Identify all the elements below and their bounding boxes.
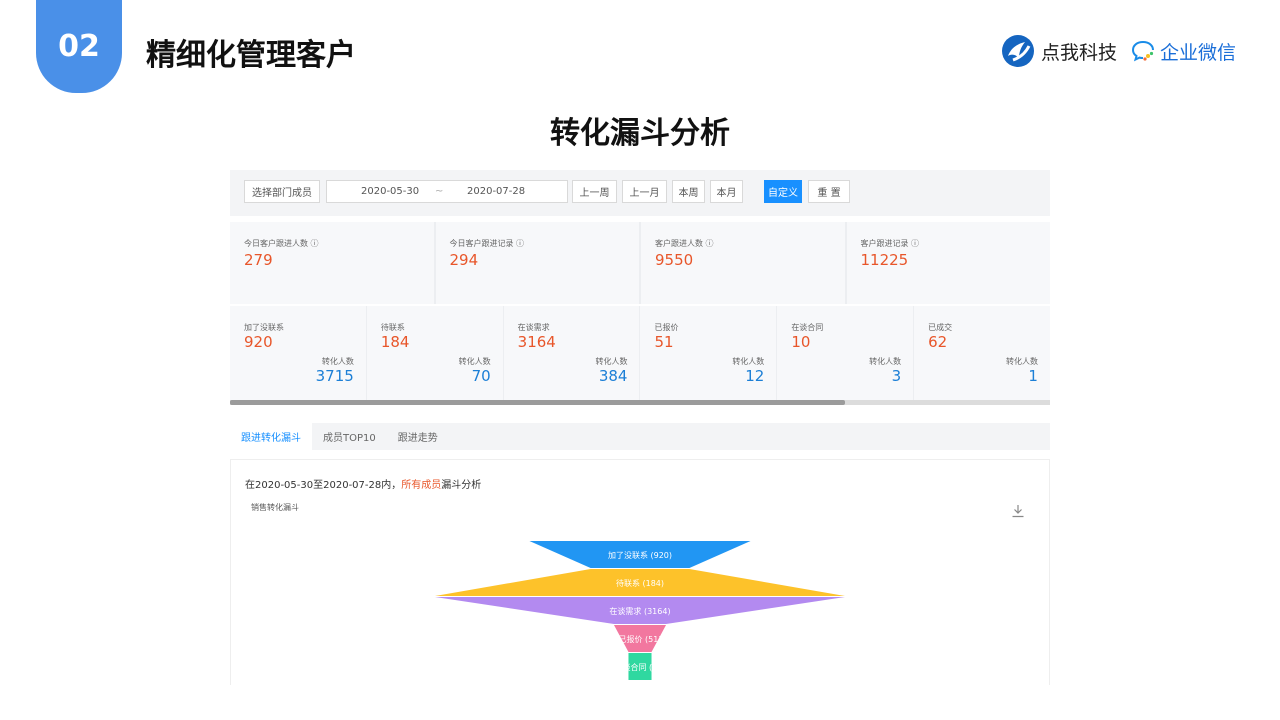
funnel-segment-quoted[interactable]	[613, 625, 667, 652]
stat-label: 今日客户跟进记录 ⓘ	[449, 239, 525, 248]
stat-label: 客户跟进记录 ⓘ	[860, 239, 920, 248]
wecom-logo: 企业微信	[1131, 38, 1236, 65]
funnel-label-to-contact: 待联系 (184)	[616, 578, 664, 588]
stat-value: 279	[244, 251, 273, 269]
company-logo: 点我科技	[1001, 34, 1117, 68]
tab-followup-funnel[interactable]: 跟进转化漏斗	[230, 423, 312, 450]
horizontal-scrollbar[interactable]	[230, 400, 1050, 405]
conversion-label: 转化人数	[595, 357, 628, 366]
scrollbar-thumb[interactable]	[230, 400, 845, 405]
date-range-picker[interactable]: 2020-05-30 ~ 2020-07-28	[326, 180, 568, 203]
chart-title: 销售转化漏斗	[251, 503, 299, 512]
this-week-button[interactable]: 本周	[672, 180, 705, 203]
company-logo-icon	[1001, 35, 1034, 67]
stage-label: 在谈合同	[791, 323, 824, 332]
stat-label: 客户跟进人数 ⓘ	[655, 239, 714, 248]
stage-label: 已报价	[654, 323, 679, 332]
stat-followup-records: 客户跟进记录 ⓘ 11225	[846, 222, 1050, 304]
range-members-link[interactable]: 所有成员	[401, 480, 442, 491]
section-number: 02	[58, 29, 100, 64]
section-number-badge: 02	[36, 0, 122, 93]
this-month-button[interactable]: 本月	[710, 180, 743, 203]
funnel-label-quoted: 已报价 (51)	[619, 634, 662, 644]
range-suffix: 漏斗分析	[441, 480, 482, 491]
stage-cards-row: 加了没联系 920 转化人数 3715 待联系 184 转化人数 70 在谈需求…	[230, 306, 1050, 400]
company-logo-text: 点我科技	[1040, 41, 1117, 64]
select-member-button[interactable]: 选择部门成员	[244, 180, 320, 203]
wecom-chat-icon	[1131, 41, 1154, 62]
analysis-range: 在2020-05-30至2020-07-28内，所有成员漏斗分析	[245, 476, 481, 491]
funnel-content: 在2020-05-30至2020-07-28内，所有成员漏斗分析 销售转化漏斗 …	[230, 459, 1050, 685]
stage-card[interactable]: 已报价 51 转化人数 12	[640, 306, 777, 400]
tab-bar: 跟进转化漏斗 成员TOP10 跟进走势	[230, 423, 1050, 450]
last-week-button[interactable]: 上一周	[572, 180, 617, 203]
stage-value: 62	[928, 333, 948, 351]
date-start: 2020-05-30	[361, 186, 420, 197]
funnel-segment-contract[interactable]	[628, 653, 652, 680]
reset-button[interactable]: 重 置	[808, 180, 850, 203]
last-month-button[interactable]: 上一月	[622, 180, 667, 203]
range-prefix: 在2020-05-30至2020-07-28内，	[245, 480, 402, 491]
conversion-value: 384	[598, 367, 628, 385]
tab-member-top10[interactable]: 成员TOP10	[323, 433, 376, 444]
date-separator: ~	[435, 186, 444, 197]
stat-today-followup-records: 今日客户跟进记录 ⓘ 294	[435, 222, 639, 304]
stage-value: 10	[791, 333, 811, 351]
date-end: 2020-07-28	[467, 186, 526, 197]
funnel-segment-negotiating[interactable]	[435, 597, 845, 624]
stage-card[interactable]: 在谈合同 10 转化人数 3	[777, 306, 914, 400]
stage-card[interactable]: 待联系 184 转化人数 70	[366, 306, 503, 400]
stage-value: 184	[380, 333, 410, 351]
custom-range-button[interactable]: 自定义	[764, 180, 802, 203]
stage-label: 已成交	[928, 323, 953, 332]
stage-label: 待联系	[380, 323, 405, 332]
conversion-label: 转化人数	[458, 357, 491, 366]
funnel-segment-no-contact[interactable]	[529, 541, 751, 568]
dashboard-screenshot: 选择部门成员 2020-05-30 ~ 2020-07-28 上一周 上一月 本…	[230, 170, 1050, 685]
funnel-label-no-contact: 加了没联系 (920)	[608, 550, 672, 560]
tab-followup-trend[interactable]: 跟进走势	[397, 433, 438, 444]
conversion-value: 3715	[315, 367, 354, 385]
stat-value: 11225	[860, 251, 909, 269]
sales-funnel-chart: 加了没联系 (920) 待联系 (184) 在谈需求 (3164) 已报价 (51) 在…	[435, 541, 845, 680]
stage-value: 51	[654, 333, 674, 351]
conversion-value: 70	[471, 367, 491, 385]
filter-bar: 选择部门成员 2020-05-30 ~ 2020-07-28 上一周 上一月 本…	[230, 170, 1050, 216]
stat-followup-people: 客户跟进人数 ⓘ 9550	[641, 222, 845, 304]
stats-row: 今日客户跟进人数 ⓘ 279 今日客户跟进记录 ⓘ 294 客户跟进人数 ⓘ 9…	[230, 222, 1050, 304]
conversion-value: 1	[1028, 367, 1038, 385]
stat-label: 今日客户跟进人数 ⓘ	[244, 239, 319, 248]
stat-value: 9550	[655, 251, 694, 269]
stage-value: 920	[244, 333, 273, 351]
section-subtitle: 转化漏斗分析	[550, 116, 730, 151]
stage-label: 加了没联系	[244, 323, 284, 332]
stat-today-followup-people: 今日客户跟进人数 ⓘ 279	[230, 222, 434, 304]
conversion-label: 转化人数	[321, 357, 354, 366]
conversion-label: 转化人数	[869, 357, 902, 366]
conversion-value: 12	[745, 367, 765, 385]
stage-value: 3164	[517, 333, 556, 351]
download-icon[interactable]	[1011, 504, 1025, 518]
conversion-label: 转化人数	[1005, 357, 1038, 366]
funnel-segment-to-contact[interactable]	[435, 569, 845, 596]
stat-value: 294	[449, 251, 479, 269]
logo-area: 点我科技 企业微信	[1001, 34, 1236, 68]
stage-label: 在谈需求	[517, 323, 550, 332]
conversion-label: 转化人数	[732, 357, 765, 366]
wecom-logo-text: 企业微信	[1159, 41, 1236, 64]
funnel-label-contract: 在谈合同 (10)	[615, 662, 666, 672]
funnel-label-negotiating: 在谈需求 (3164)	[609, 606, 670, 616]
slide-title: 精细化管理客户	[146, 38, 356, 73]
stage-card[interactable]: 已成交 62 转化人数 1	[914, 306, 1050, 400]
stage-card[interactable]: 在谈需求 3164 转化人数 384	[503, 306, 640, 400]
conversion-value: 3	[891, 367, 902, 385]
stage-card[interactable]: 加了没联系 920 转化人数 3715	[230, 306, 366, 400]
